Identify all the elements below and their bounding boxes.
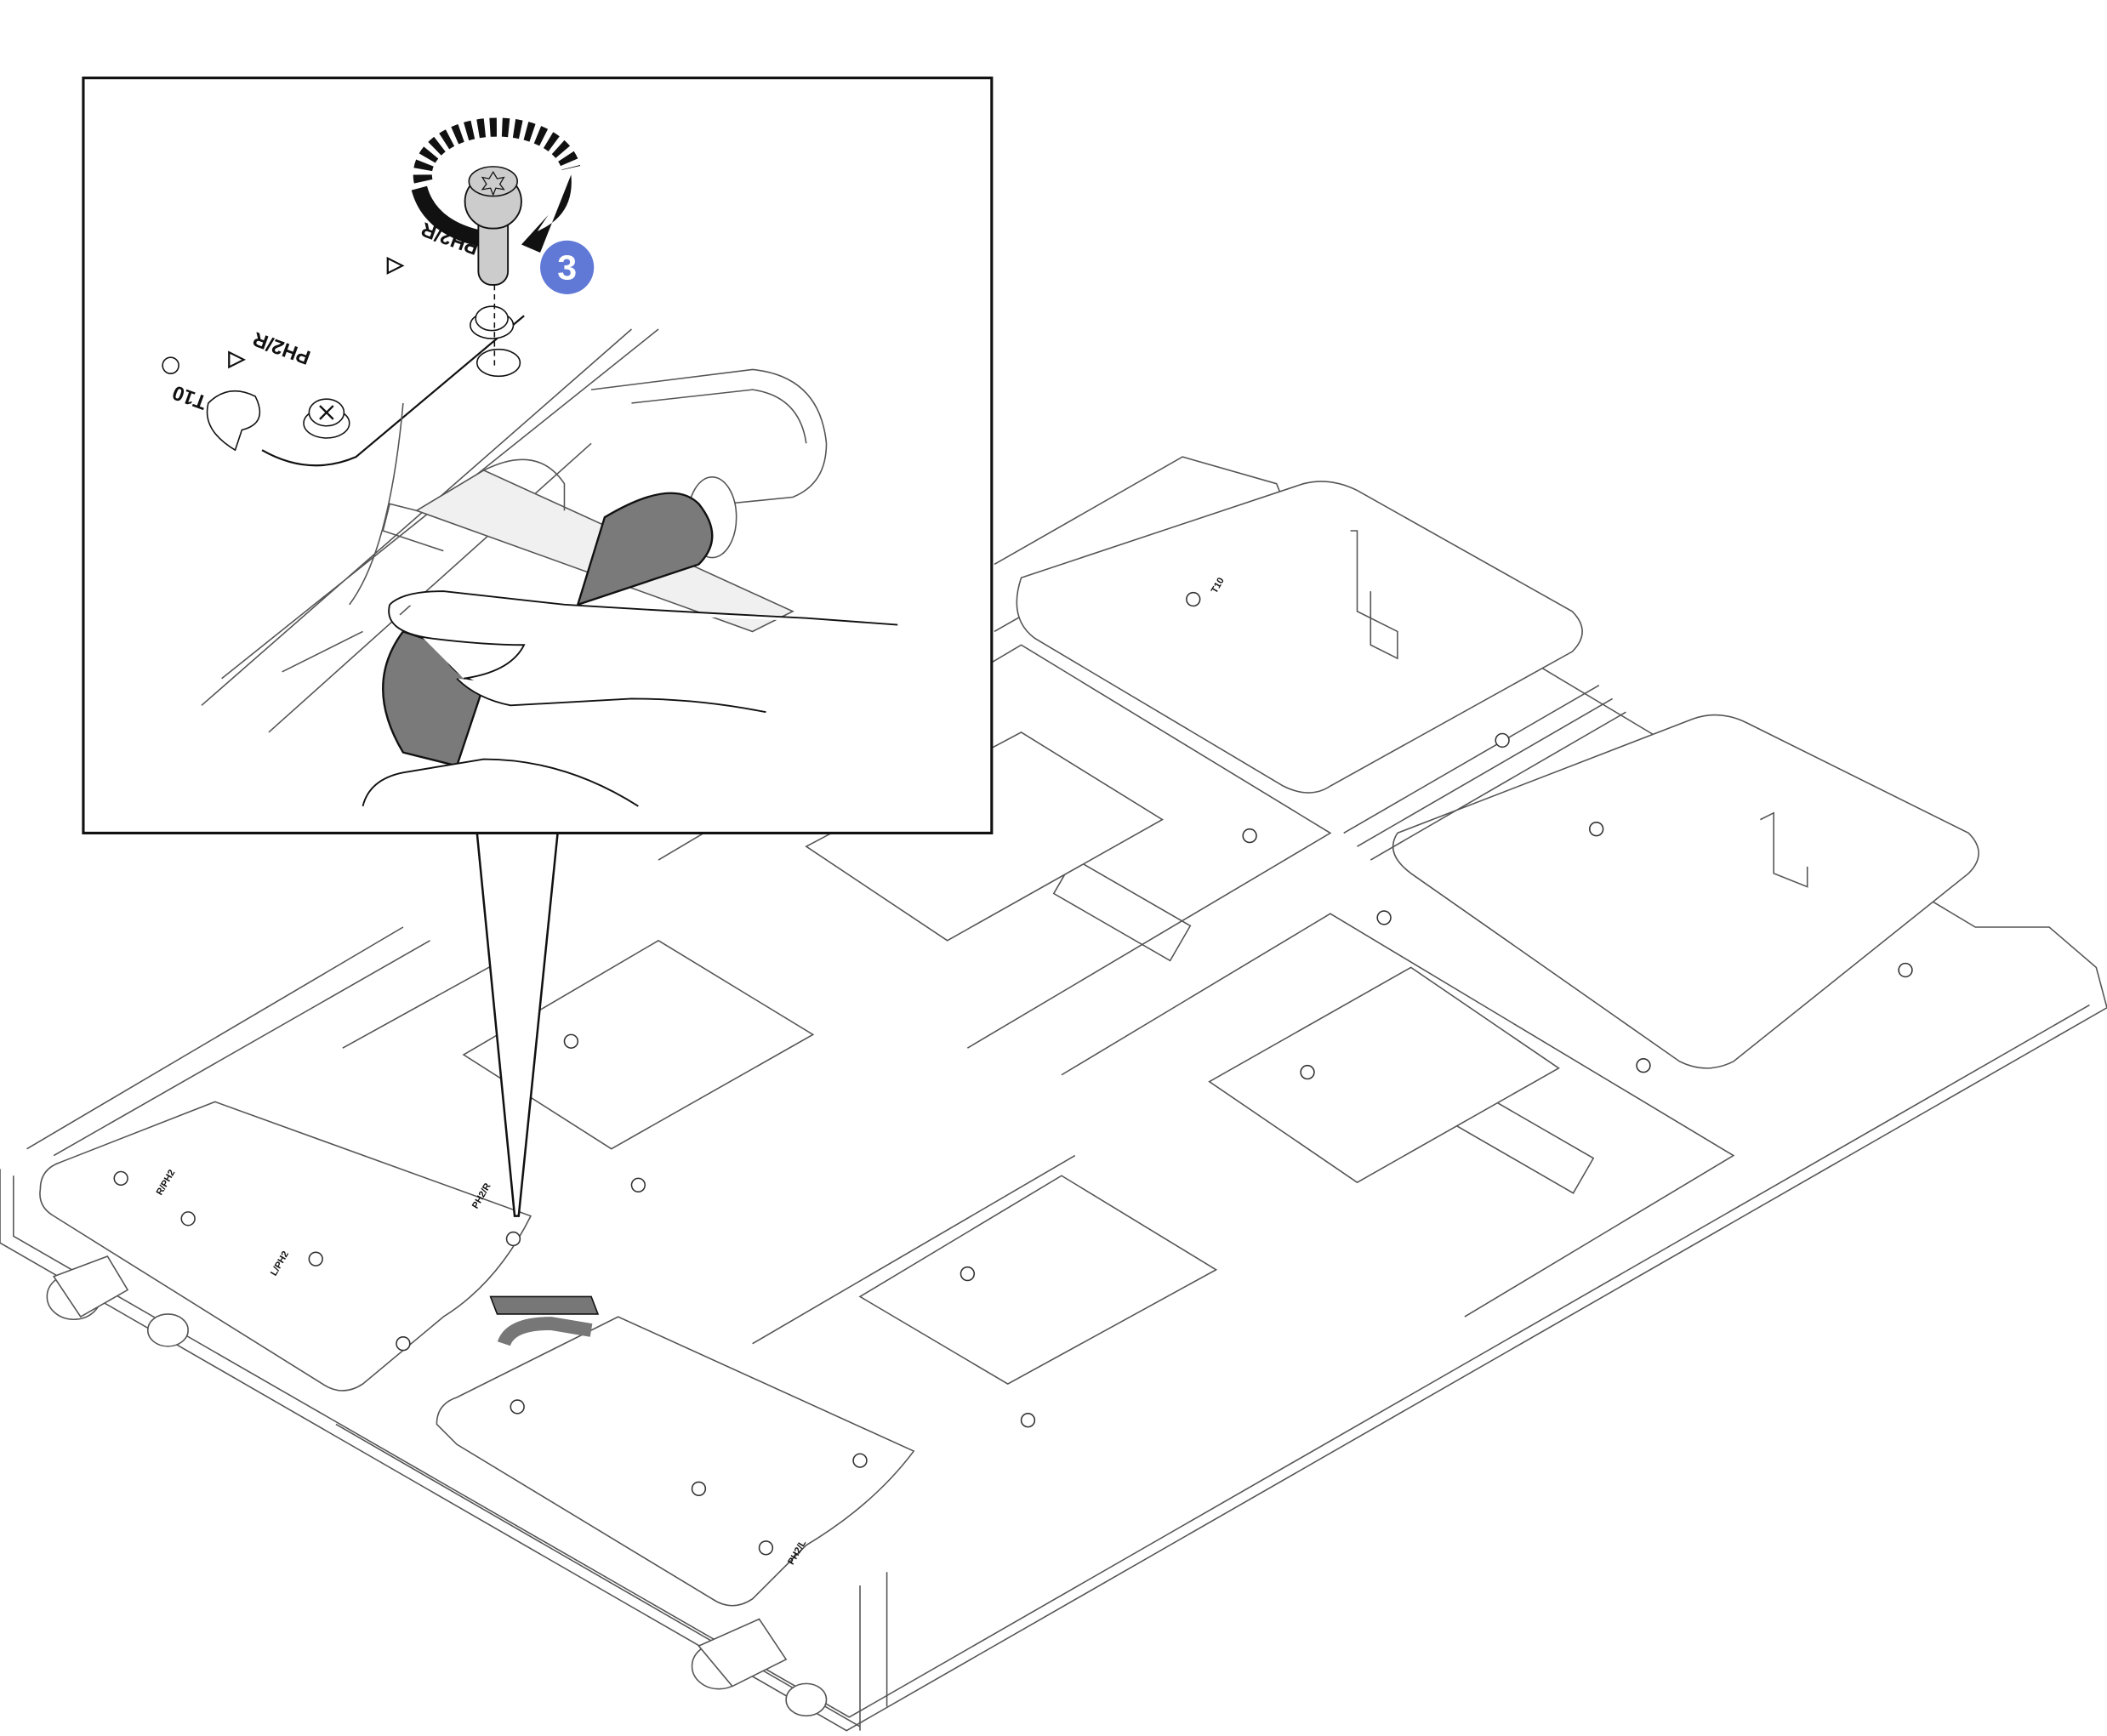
detail-callout: PH2/R ▷ PH2/R ▷ T10 3 [82, 77, 994, 1217]
rotate-clockwise-icon [411, 117, 581, 253]
screw-hole-target [470, 275, 521, 378]
torx-screw [464, 166, 522, 286]
triangle-marker: ▷ [386, 253, 405, 276]
step-badge: 3 [540, 240, 595, 294]
svg-text:3: 3 [557, 248, 577, 287]
installed-screw [303, 398, 350, 439]
water-loop-tray: T10 PH2/R L/PH2 PH2/L R/PH2 [0, 456, 2107, 1732]
triangle-marker: ▷ [228, 347, 247, 371]
